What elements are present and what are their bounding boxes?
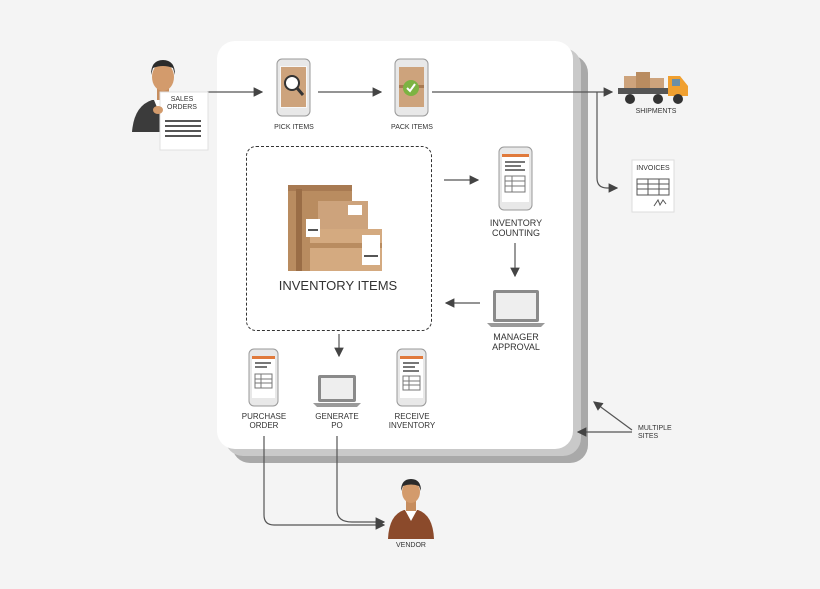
arrow-generate-to-vendor (336, 436, 386, 527)
pack-items-label: PACK ITEMS (391, 124, 433, 131)
receive-inventory-phone-icon (396, 348, 427, 407)
inventory-counting-label: INVENTORY COUNTING (489, 218, 543, 239)
pack-items-phone-icon (394, 58, 429, 117)
invoices-label: INVOICES (636, 165, 670, 172)
inventory-counting-phone-icon (498, 146, 533, 211)
pick-items-label: PICK ITEMS (274, 124, 314, 131)
inventory-items-label: INVENTORY ITEMS (278, 278, 398, 293)
salesperson-icon (132, 60, 209, 151)
purchase-order-phone-icon (248, 348, 279, 407)
sales-orders-label: SALES ORDERS (167, 96, 197, 112)
arrow-sites-2 (593, 401, 633, 431)
inventory-items-group (246, 146, 432, 331)
truck-icon (618, 72, 688, 104)
receive-inventory-label: RECEIVE INVENTORY (388, 412, 436, 431)
manager-approval-label: MANAGER APPROVAL (492, 332, 540, 353)
generate-po-label: GENERATE PO (315, 412, 359, 431)
arrow-to-invoices (596, 92, 619, 193)
invoice-document-icon (631, 159, 675, 213)
vendor-label: VENDOR (396, 542, 426, 549)
purchase-order-label: PURCHASE ORDER (241, 412, 287, 431)
arrow-po-to-vendor (263, 436, 386, 530)
multiple-sites-label: MULTIPLE SITES (638, 425, 672, 441)
inventory-boxes-icon (288, 185, 382, 271)
manager-approval-laptop-icon (487, 290, 545, 327)
shipments-label: SHIPMENTS (635, 108, 677, 115)
vendor-person-icon (388, 479, 434, 539)
generate-po-laptop-icon (313, 375, 361, 407)
pick-items-phone-icon (276, 58, 311, 117)
